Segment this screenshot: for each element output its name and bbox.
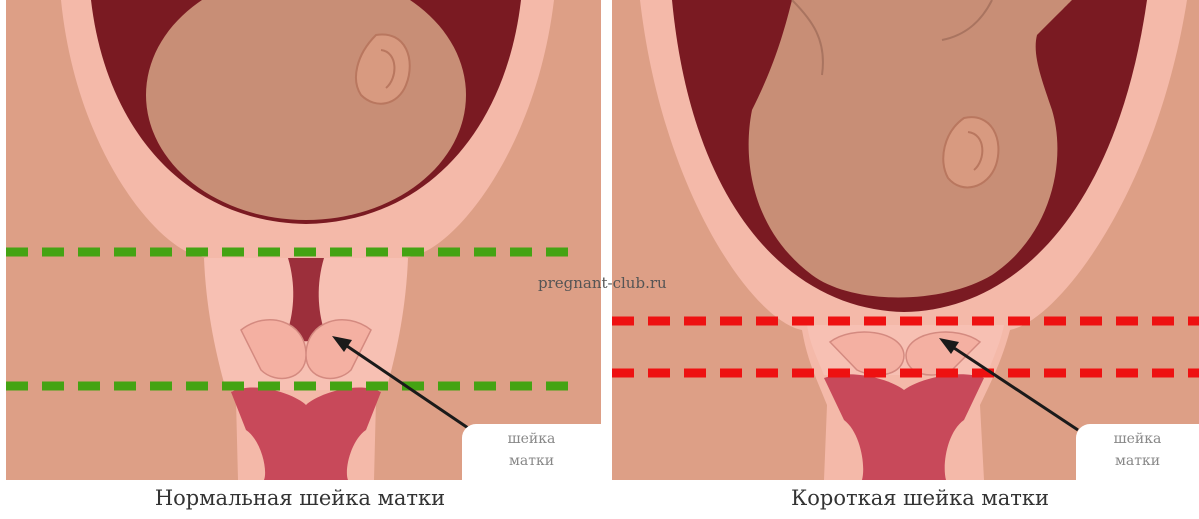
short-label-line1: шейка [1076, 428, 1199, 450]
normal-label-line2: матки [462, 450, 601, 472]
normal-cervix-illustration [6, 0, 601, 480]
normal-cervix-label: шейка матки [462, 424, 601, 484]
short-label-line2: матки [1076, 450, 1199, 472]
normal-cervix-panel [6, 0, 601, 480]
short-cervix-panel [612, 0, 1199, 480]
watermark: pregnant-club.ru [538, 274, 667, 292]
short-cervix-illustration [612, 0, 1199, 480]
cervix [807, 325, 1004, 375]
short-cervix-caption: Короткая шейка матки [720, 486, 1120, 510]
short-cervix-label: шейка матки [1076, 424, 1199, 484]
normal-cervix-caption: Нормальная шейка матки [100, 486, 500, 510]
normal-label-line1: шейка [462, 428, 601, 450]
